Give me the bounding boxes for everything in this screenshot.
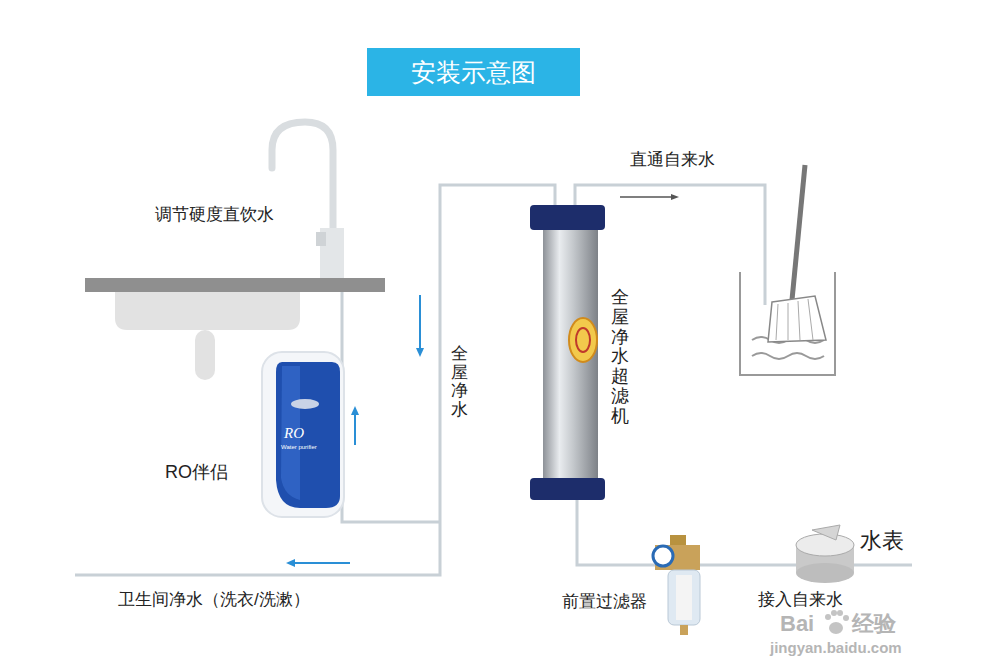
watermark-url: jingyan.baidu.com (770, 639, 902, 657)
watermark-paw (825, 610, 849, 634)
watermark: Bai (780, 611, 814, 637)
part-name: 全屋净水超滤机 (611, 288, 629, 427)
pipes (75, 185, 912, 575)
mop-bucket (740, 165, 835, 375)
flow-arrows (286, 295, 424, 567)
pipe-label: 直通自来水 (630, 150, 715, 170)
device-subtext: Water purifier (281, 444, 317, 451)
ultrafilter (530, 205, 605, 500)
faucet (272, 122, 344, 278)
device-mark: RO (284, 424, 304, 442)
pipe-label: 全屋净水 (451, 345, 468, 420)
ro-unit (262, 352, 344, 517)
pipe-label: 卫生间净水（洗衣/洗漱） (118, 590, 310, 610)
part-name: RO伴侣 (165, 462, 228, 484)
title-banner: 安装示意图 (367, 48, 580, 96)
part-name: 前置过滤器 (562, 592, 647, 612)
front-filter (653, 535, 700, 635)
pipe-label: 接入自来水 (758, 590, 843, 610)
water-meter (796, 525, 854, 583)
watermark: 经验 (852, 611, 896, 637)
title-text: 安装示意图 (411, 56, 536, 89)
caption-label: 调节硬度直饮水 (155, 205, 274, 225)
flow-arrow (620, 194, 679, 200)
part-name: 水表 (860, 528, 904, 554)
